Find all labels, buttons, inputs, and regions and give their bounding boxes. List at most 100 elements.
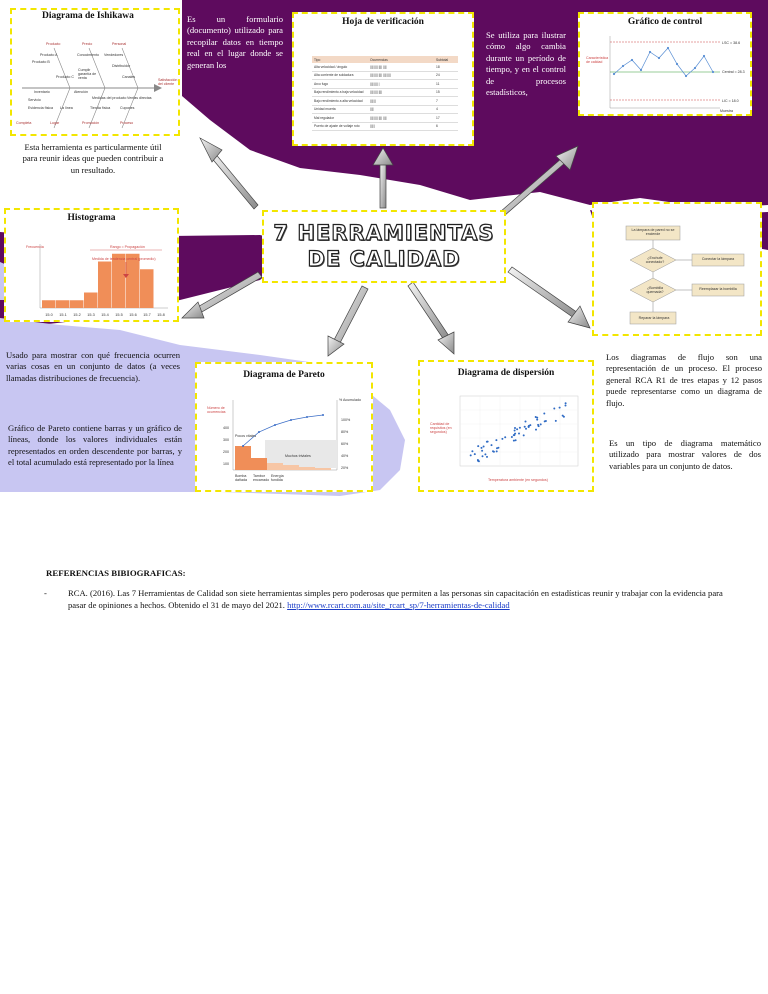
- checksheet-cell: 11: [436, 81, 440, 86]
- references: REFERENCIAS BIBIOGRAFICAS: -RCA. (2016).…: [44, 568, 736, 611]
- control-point: [648, 50, 652, 54]
- scatter-point: [490, 444, 493, 447]
- scatter-point: [514, 439, 517, 442]
- scatter-point: [492, 450, 494, 453]
- control-point: [630, 58, 634, 62]
- ishikawa-label: Producto: [46, 42, 61, 46]
- pareto-label: Pocos vitales: [235, 434, 257, 438]
- scatter-point: [485, 440, 488, 443]
- arrow-to-checksheet: [372, 147, 394, 209]
- scatter-label: Cantidad de requisitos (en segundos): [430, 422, 452, 434]
- pareto-label: Tambor encarrado: [253, 474, 270, 482]
- ishikawa-label: Precio: [82, 42, 93, 46]
- references-heading: REFERENCIAS BIBIOGRAFICAS:: [46, 568, 186, 578]
- scatter-point: [477, 445, 480, 448]
- ishikawa-label: Medidas del producto: [92, 96, 127, 100]
- checksheet-description: Es un formulario (documento) utilizado p…: [187, 14, 283, 70]
- histogram-tick: 15.4: [101, 313, 108, 317]
- reference-marker: -: [44, 588, 47, 598]
- histogram-bar: [42, 300, 56, 308]
- scatter-description: Es un tipo de diagrama matemático utiliz…: [609, 438, 761, 471]
- ishikawa-title: Diagrama de Ishikawa: [42, 11, 134, 21]
- checksheet-row: Alta corriente de soldadura|||| |||| |||…: [312, 72, 458, 80]
- checksheet-rows: Alta velocidad / ángulo|||| |||| |||| ||…: [312, 63, 458, 131]
- checksheet-cell: 7: [436, 98, 438, 103]
- reference-item: -RCA. (2016). Las 7 Herramientas de Cali…: [44, 588, 736, 611]
- scatter-point: [477, 460, 480, 463]
- ishikawa-label: Producto A: [40, 53, 58, 57]
- checksheet-cell: 17: [436, 115, 440, 120]
- pareto-label: % Acumulado: [339, 398, 361, 402]
- histogram-description: Usado para mostrar con qué frecuencia oc…: [6, 350, 180, 383]
- histogram-bar: [112, 253, 126, 308]
- scatter-point: [543, 412, 546, 415]
- scatter-point: [482, 445, 485, 448]
- pareto-ytick: 200: [223, 450, 229, 454]
- ishikawa-description: Esta herramienta es particularmente útil…: [22, 142, 164, 175]
- scatter-point: [553, 407, 556, 410]
- control-point: [621, 64, 625, 68]
- checksheet-cell: 15: [436, 90, 440, 95]
- control-point: [666, 46, 670, 50]
- checksheet-header: Tipo: [314, 57, 321, 62]
- scatter-point: [510, 436, 513, 438]
- flow-label: ¿Enchufe conectado?: [645, 256, 665, 264]
- histogram-bar: [84, 292, 98, 308]
- control-label: Muestra: [720, 109, 733, 113]
- control-point: [612, 72, 616, 76]
- scatter-point: [495, 450, 498, 453]
- scatter-point: [561, 414, 564, 417]
- ishikawa-label: Cupones: [120, 106, 135, 110]
- checksheet-cell: Unidad muerta: [314, 107, 336, 112]
- scatter-point: [484, 453, 487, 456]
- scatter-point: [512, 439, 515, 442]
- histogram-tick: 15.7: [143, 313, 150, 317]
- scatter-point: [501, 437, 504, 440]
- ishikawa-label: Lugar: [50, 121, 60, 125]
- main-title-box: 7 HERRAMIENTAS DE CALIDAD: [262, 210, 506, 283]
- ishikawa-label: Tienda física: [90, 106, 111, 110]
- arrow-to-scatter: [407, 281, 455, 355]
- checksheet-header-row: Tipo Ocurrencias Subtotal: [312, 56, 458, 63]
- scatter-point: [513, 429, 516, 432]
- control-point: [702, 54, 706, 58]
- flow-description: Los diagramas de flujo son una represent…: [606, 352, 762, 408]
- checksheet-cell: 18: [436, 64, 440, 69]
- checksheet-cell: |||| |||| |||| ||||: [370, 64, 387, 69]
- checksheet-row: Arco fugo|||| |||| |11: [312, 80, 458, 89]
- main-title-line: 7 HERRAMIENTAS: [273, 220, 495, 245]
- scatter-point: [486, 455, 488, 458]
- ishikawa-label: Producto C: [56, 75, 74, 79]
- checksheet-row: Baja rendimiento a baja velocidad|||| ||…: [312, 89, 458, 97]
- checksheet-cell: |||| |: [370, 124, 376, 129]
- checksheet-header: Ocurrencias: [370, 57, 388, 62]
- scatter-point: [537, 425, 540, 428]
- flow-box: Diagrama de flujo La lámpara de pared no…: [592, 202, 762, 336]
- control-chart: [609, 36, 720, 109]
- ishikawa-label: Conocimiento: [77, 53, 99, 57]
- scatter-point: [512, 434, 515, 437]
- control-title: Gráfico de control: [627, 17, 703, 27]
- scatter-point: [543, 420, 546, 423]
- main-title-line: DE CALIDAD: [307, 246, 461, 271]
- checksheet-cell: 24: [436, 73, 440, 78]
- pareto-pct: 40%: [341, 454, 349, 458]
- scatter-point: [536, 418, 539, 421]
- pareto-label: Muchos triviales: [285, 454, 311, 458]
- ishikawa-diagram: [22, 47, 162, 129]
- scatter-point: [525, 427, 527, 430]
- ishikawa-label: Satisfacción del cliente: [158, 78, 178, 86]
- checksheet-table: Tipo Ocurrencias Subtotal Alta velocidad…: [312, 56, 458, 131]
- pareto-label: Número de ocurrencias: [207, 406, 226, 414]
- pareto-pct: 20%: [341, 466, 349, 470]
- checksheet-cell: |||| ||: [370, 98, 377, 103]
- scatter-point: [495, 439, 498, 442]
- ishikawa-label: Canales: [122, 75, 136, 79]
- pareto-chart: [232, 400, 338, 471]
- checksheet-cell: Puerto de ajuste de voltaje roto: [314, 124, 360, 129]
- checksheet-cell: Mal regulador: [314, 115, 335, 120]
- reference-link[interactable]: http://www.rcart.com.au/site_rcart_sp/7-…: [287, 599, 510, 610]
- control-label: Característica de calidad: [586, 56, 609, 64]
